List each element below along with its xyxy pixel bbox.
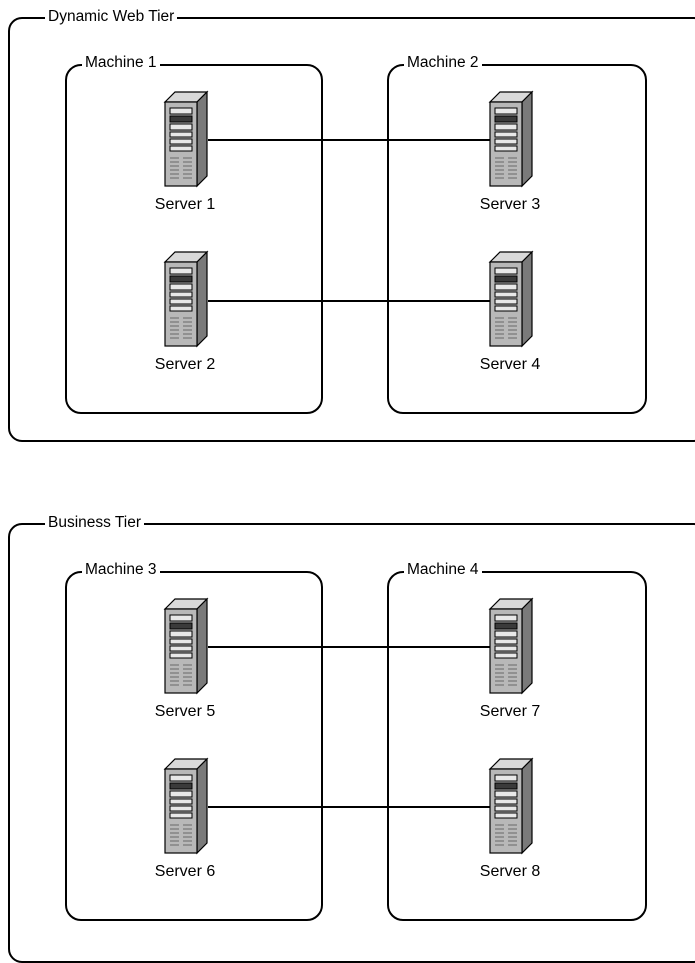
server-label: Server 2 [154,356,216,373]
server: Server 7 [470,597,550,721]
server: Server 6 [145,757,225,881]
machine-box [65,64,323,414]
tier-label: Dynamic Web Tier [45,8,178,26]
connection-line [208,646,496,648]
server-icon [161,597,209,695]
server-icon [486,597,534,695]
machine-label: Machine 4 [404,561,482,579]
server-icon [161,90,209,188]
machine-box [387,64,647,414]
server-icon [161,757,209,855]
connection-line [208,300,496,302]
server: Server 2 [145,250,225,374]
tier-label: Business Tier [45,514,145,532]
connection-line [208,139,496,141]
machine-label: Machine 3 [82,561,160,579]
server-label: Server 7 [479,703,541,720]
machine-label: Machine 1 [82,54,160,72]
server: Server 5 [145,597,225,721]
connection-line [208,806,496,808]
server-label: Server 1 [154,196,216,213]
machine-box [387,571,647,921]
server: Server 1 [145,90,225,214]
server-icon [161,250,209,348]
server-icon [486,757,534,855]
machine-box [65,571,323,921]
tier-dynamic-web [8,17,695,442]
machine-label: Machine 2 [404,54,482,72]
server-label: Server 4 [479,356,541,373]
server: Server 3 [470,90,550,214]
server-label: Server 8 [479,863,541,880]
server-label: Server 6 [154,863,216,880]
server: Server 8 [470,757,550,881]
server-label: Server 3 [479,196,541,213]
server-icon [486,250,534,348]
server: Server 4 [470,250,550,374]
server-label: Server 5 [154,703,216,720]
server-icon [486,90,534,188]
